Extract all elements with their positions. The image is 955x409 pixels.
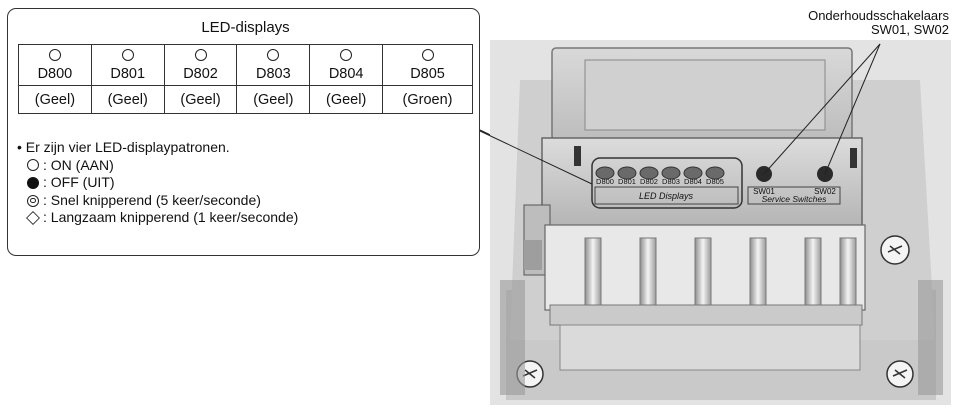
switch-leader-lines (0, 0, 955, 409)
